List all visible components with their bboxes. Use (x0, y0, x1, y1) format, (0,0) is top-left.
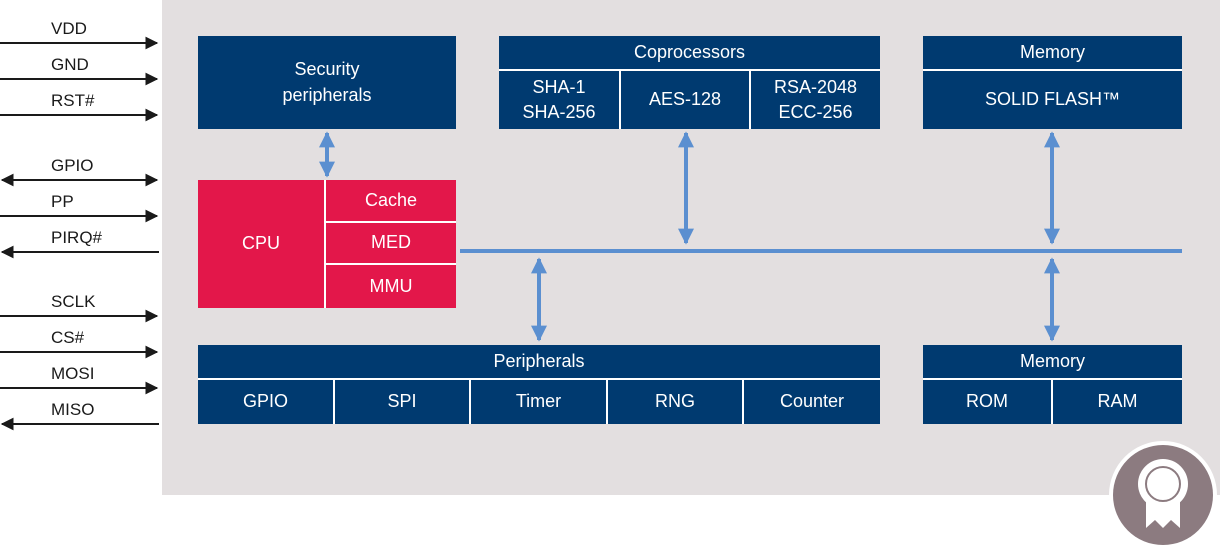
cpu-mmu-cell: MMU (369, 275, 413, 296)
pin-label-sclk: SCLK (51, 292, 96, 311)
memory-rom-ram-block: Memory ROM RAM (923, 345, 1182, 424)
memory-flash-block: Memory SOLID FLASH™ (923, 36, 1182, 129)
peripheral-timer-cell: Timer (471, 380, 608, 424)
pin-label-mosi: MOSI (51, 364, 95, 383)
peripherals-title: Peripherals (198, 345, 880, 380)
coprocessors-block: Coprocessors SHA-1 SHA-256 AES-128 RSA-2… (499, 36, 880, 129)
cpu-cache-cell: Cache (326, 180, 456, 223)
pin-label-cs: CS# (51, 328, 85, 347)
cpu-label: CPU (198, 180, 326, 308)
rom-cell: ROM (923, 380, 1053, 424)
memory-bottom-title: Memory (923, 345, 1182, 380)
peripheral-counter-cell: Counter (779, 391, 845, 412)
peripheral-gpio-cell: GPIO (198, 380, 335, 424)
cpu-block: CPU Cache MED MMU (198, 180, 456, 308)
cpu-med-cell: MED (326, 223, 456, 265)
peripheral-spi-cell: SPI (335, 380, 471, 424)
solid-flash-cell: SOLID FLASH™ (984, 89, 1121, 110)
coprocessor-aes-cell: AES-128 (621, 71, 751, 129)
ram-cell: RAM (1097, 391, 1138, 412)
pin-label-miso: MISO (51, 400, 95, 419)
peripheral-rng-cell: RNG (608, 380, 744, 424)
peripherals-block: Peripherals GPIO SPI Timer RNG Counter (198, 345, 880, 424)
memory-top-title: Memory (923, 36, 1182, 71)
coprocessors-title: Coprocessors (499, 36, 880, 71)
pin-label-pp: PP (51, 192, 74, 211)
coprocessor-rsa-ecc-cell: RSA-2048 ECC-256 (773, 76, 858, 122)
pin-label-gpio: GPIO (51, 156, 94, 175)
security-peripherals-block: Security peripherals (198, 36, 456, 129)
award-rosette-icon (1109, 441, 1217, 549)
coprocessor-sha-cell: SHA-1 SHA-256 (499, 71, 621, 129)
pin-label-pirq: PIRQ# (51, 228, 103, 247)
pin-label-gnd: GND (51, 55, 89, 74)
pin-label-rst: RST# (51, 91, 95, 110)
pin-label-vdd: VDD (51, 19, 87, 38)
